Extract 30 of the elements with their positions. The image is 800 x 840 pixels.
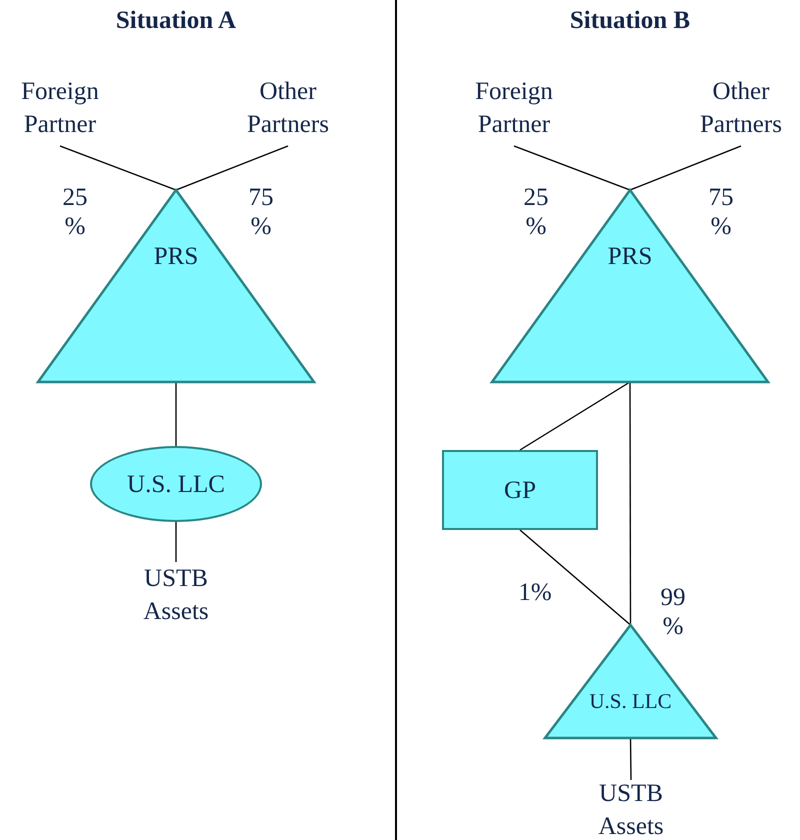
percentage-label: 75 % (248, 183, 274, 241)
entity-label: GP (504, 476, 536, 506)
entity-label: Foreign Partner (0, 70, 120, 146)
heading: Situation B (568, 6, 692, 35)
connector-line (176, 145, 288, 191)
percentage-label: 25 % (62, 183, 88, 241)
entity-label: U.S. LLC (589, 688, 672, 715)
entity-label: Foreign Partner (454, 70, 574, 146)
percentage-label: 75 % (708, 183, 734, 241)
connector-line (629, 382, 632, 625)
connector-line (630, 738, 632, 780)
percentage-label: 1% (517, 578, 553, 607)
percentage-label: 25 % (522, 183, 550, 241)
entity-label: Other Partners (682, 70, 800, 146)
entity-label: USTB Assets (116, 562, 236, 628)
rectangle-shape (442, 450, 598, 530)
entity-label: USTB Assets (571, 780, 691, 840)
connector-line (520, 530, 631, 626)
entity-label: PRS (608, 242, 652, 272)
entity-label: Other Partners (228, 70, 348, 146)
connector-line (175, 522, 177, 562)
heading: Situation A (114, 6, 238, 35)
connector-line (630, 145, 742, 191)
entity-label: PRS (154, 242, 198, 272)
connector-line (175, 382, 177, 446)
connector-line (520, 381, 630, 451)
connector-line (60, 145, 176, 191)
percentage-label: 99 % (660, 583, 686, 641)
entity-label: U.S. LLC (127, 470, 225, 500)
connector-line (514, 145, 630, 191)
